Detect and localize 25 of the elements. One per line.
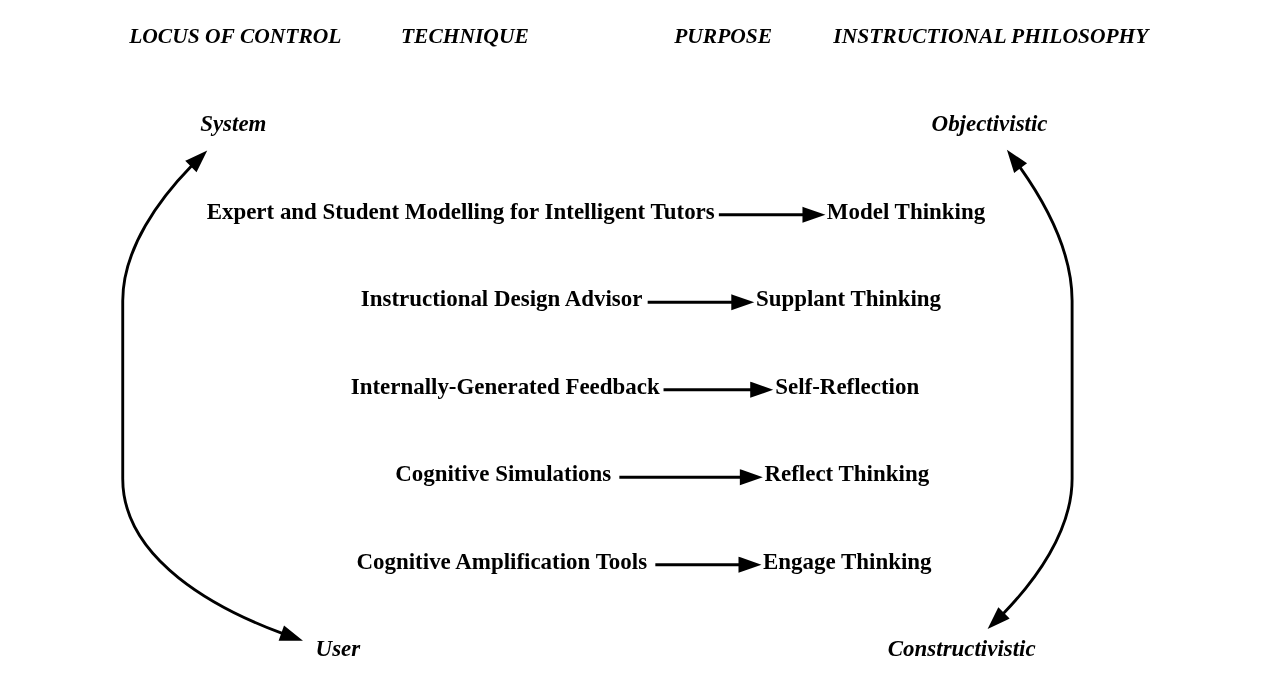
arrow (663, 381, 774, 398)
arrow (655, 556, 762, 573)
node-text: Internally-Generated Feedback (350, 373, 660, 399)
arrow (987, 149, 1074, 629)
node-text: Constructivistic (887, 636, 1036, 662)
node-text: Cognitive Simulations (395, 461, 612, 487)
node-text: Model Thinking (826, 198, 986, 224)
arrow (647, 294, 755, 311)
label: LOCUS OF CONTROL (129, 24, 342, 49)
node-text: User (315, 636, 361, 662)
node-text: Self-Reflection (775, 373, 920, 399)
label: PURPOSE (674, 24, 773, 49)
arrow (718, 206, 826, 223)
node-text: Expert and Student Modelling for Intelligent Tutors (206, 198, 715, 224)
arrow (121, 150, 303, 641)
node-text: System (200, 111, 267, 137)
node-text: Instructional Design Advisor (360, 286, 643, 312)
label: TECHNIQUE (400, 24, 529, 49)
arrow (619, 469, 763, 486)
node-text: Engage Thinking (763, 548, 932, 574)
node-text: Supplant Thinking (755, 286, 942, 312)
node-text: Cognitive Amplification Tools (356, 548, 648, 574)
node-text: Objectivistic (931, 111, 1048, 137)
label: INSTRUCTIONAL PHILOSOPHY (833, 24, 1149, 49)
node-text: Reflect Thinking (764, 461, 930, 487)
